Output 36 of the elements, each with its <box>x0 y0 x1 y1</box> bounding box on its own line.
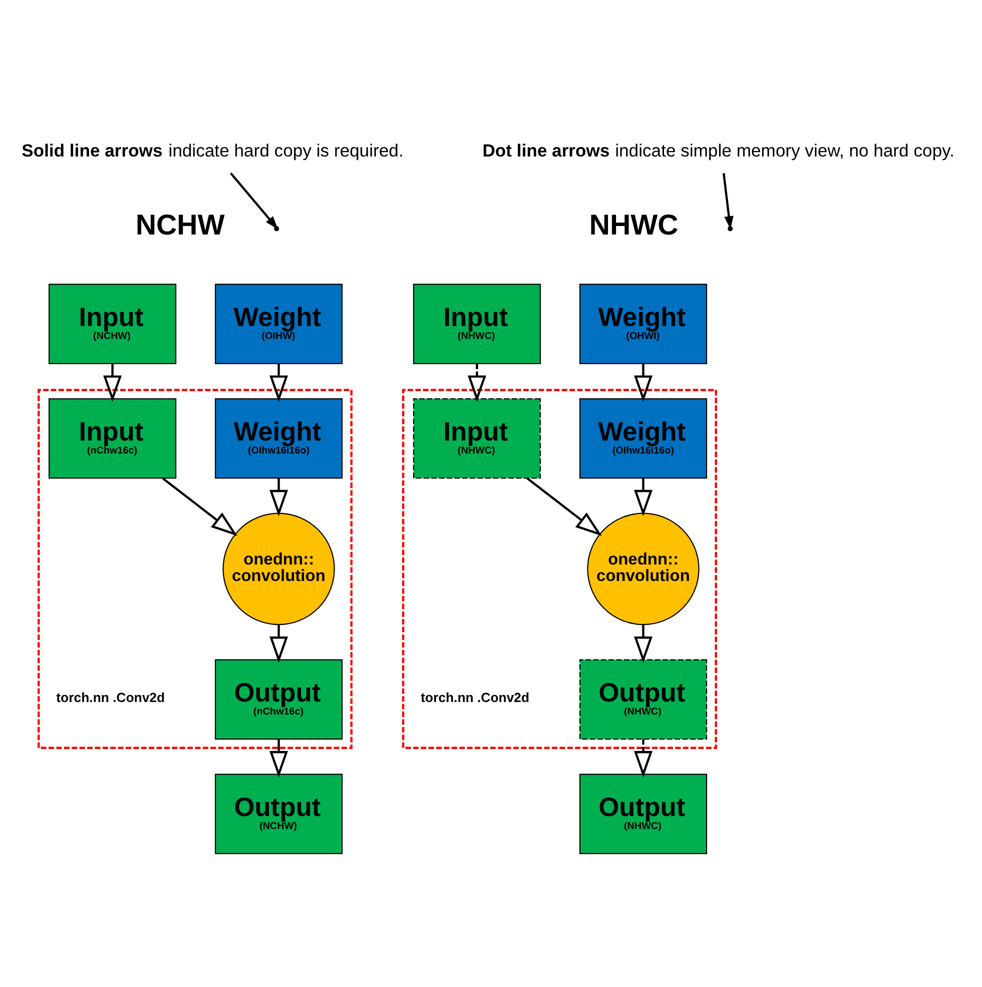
node-text: Solid line arrows indicate hard copy is required. <box>22 140 404 160</box>
arrow <box>634 364 652 402</box>
node-label: torch.nn .Conv2d <box>56 690 165 705</box>
node-box: Weight (OIHW) <box>214 284 343 364</box>
arrow <box>269 739 288 778</box>
node-box: Input (NHWC) <box>413 284 541 364</box>
cluster <box>38 388 353 749</box>
node-box: Output (NCHW) <box>214 774 343 854</box>
node-box: Output (NHWC) <box>579 774 708 854</box>
arrow <box>162 478 238 536</box>
node-box: Input (nChw16c) <box>48 398 176 479</box>
node-box: Output (nChw16c) <box>214 659 343 740</box>
arrow <box>103 364 122 402</box>
node-box: Input (NHWC) <box>413 398 541 479</box>
node-box: Weight (OIhw16i16o) <box>214 398 343 479</box>
arrow <box>269 478 288 516</box>
arrow <box>634 624 652 663</box>
arrow <box>468 364 486 402</box>
node-box: Output (NHWC) <box>579 659 708 740</box>
node-text: Dot line arrows indicate simple memory view, no hard copy. <box>482 140 954 160</box>
arrow <box>230 172 278 230</box>
node-circle: onednn:: convolution <box>222 512 335 626</box>
arrow <box>269 364 288 402</box>
arrow <box>526 478 602 536</box>
arrow <box>634 739 652 778</box>
label: NHWC <box>589 209 678 242</box>
arrow <box>634 478 652 516</box>
node-box: Weight (OIhw16i16o) <box>579 398 708 479</box>
label: NCHW <box>136 209 225 242</box>
arrow <box>269 624 288 663</box>
node-label: torch.nn .Conv2d <box>420 690 530 705</box>
node-box: Input (NCHW) <box>48 284 176 364</box>
node-circle: onednn:: convolution <box>587 512 700 626</box>
arrow <box>722 173 734 230</box>
node-box: Weight (OHWI) <box>579 284 708 364</box>
cluster <box>402 388 718 749</box>
